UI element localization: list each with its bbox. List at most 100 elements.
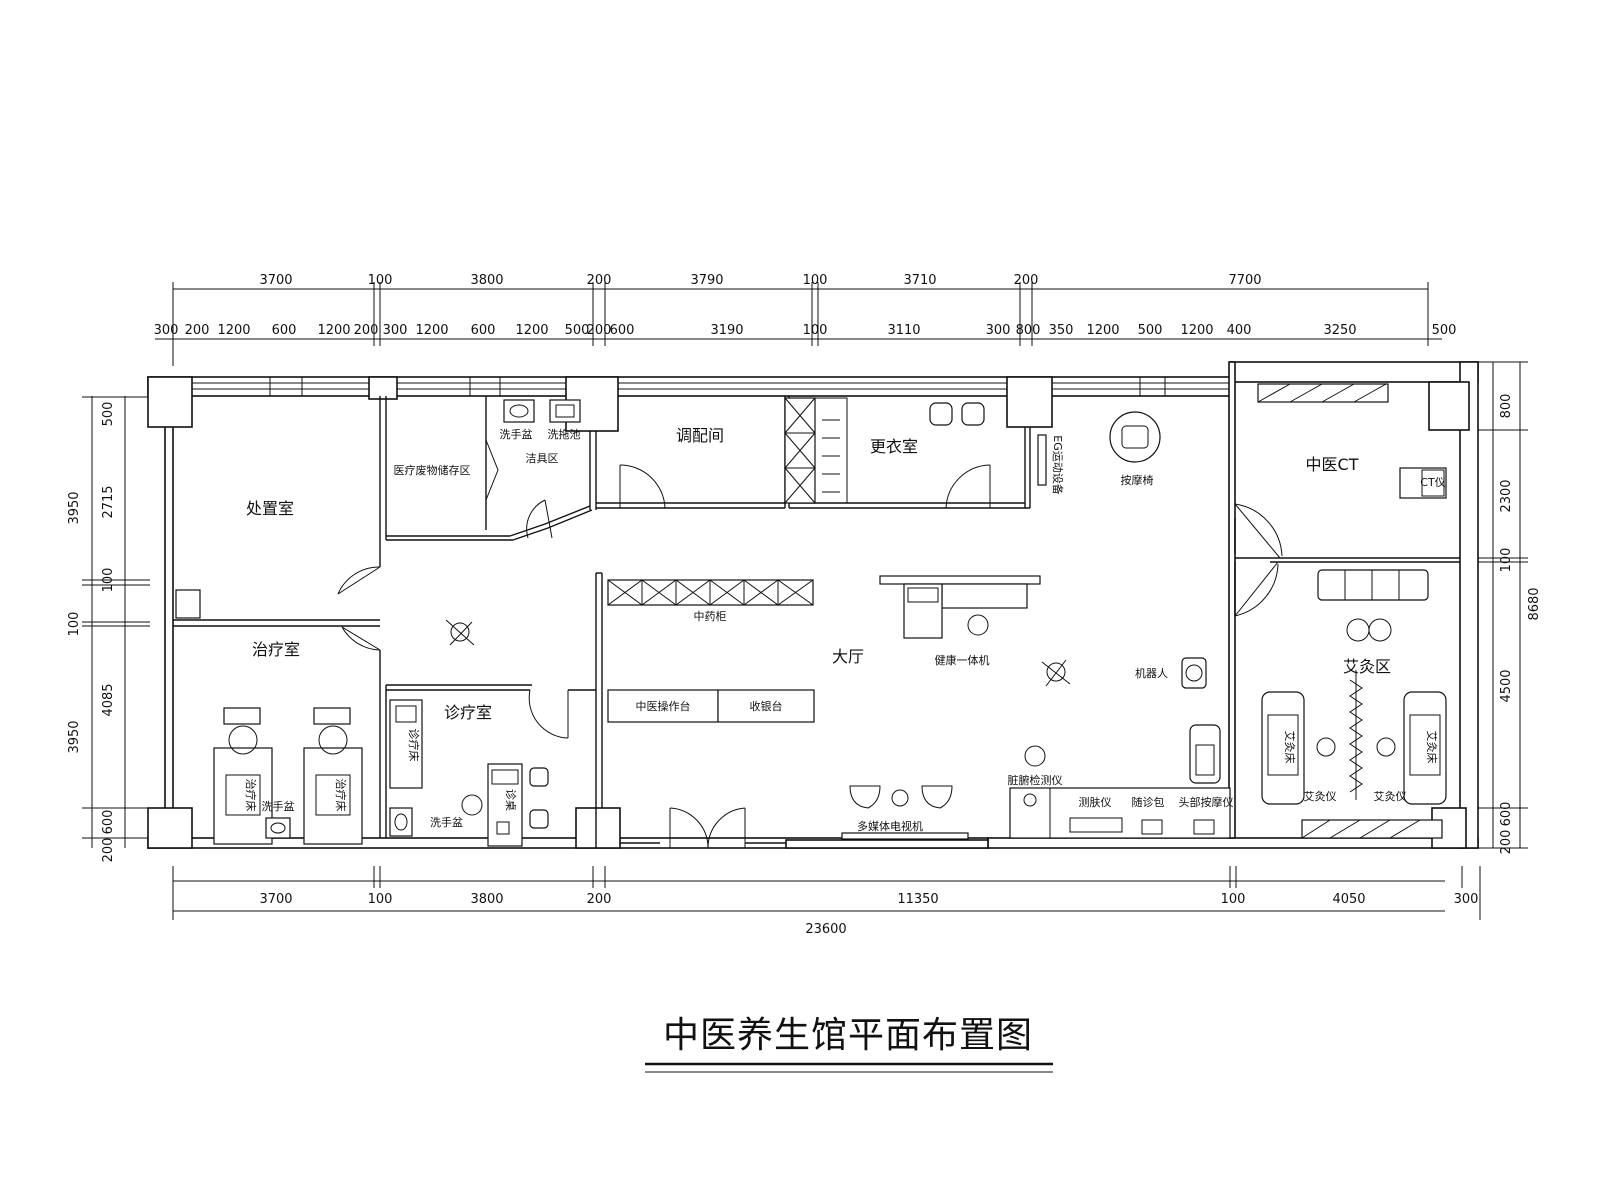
head-massager-label: 头部按摩仪	[1179, 795, 1234, 809]
room-treatment: 治疗室	[252, 640, 300, 659]
ct-device-label: CT仪	[1420, 476, 1445, 489]
dim-ti-9: 600	[471, 323, 496, 338]
dim-ti-10: 1200	[515, 323, 548, 338]
media-tv-label: 多媒体电视机	[857, 819, 923, 833]
page-title: 中医养生馆平面布置图	[663, 1015, 1033, 1056]
dim-ti-11: 500	[565, 323, 590, 338]
head-massage-chair	[1189, 724, 1221, 784]
dim-ti-20: 1200	[1086, 323, 1119, 338]
health-kiosk: 健康一体机	[879, 575, 1041, 667]
room-medical-waste: 医疗废物储存区	[394, 463, 471, 477]
clinic-desk: 诊桌	[461, 763, 549, 847]
dim-top-6: 100	[803, 273, 828, 288]
dim-ti-24: 3250	[1323, 323, 1356, 338]
dim-ti-6: 200	[354, 323, 379, 338]
dim-ti-13: 600	[610, 323, 635, 338]
diagnosis-bed-label: 诊疗床	[407, 729, 421, 762]
room-utensil: 洁具区	[526, 452, 559, 465]
dim-ti-16: 3110	[887, 323, 920, 338]
dim-ti-2: 200	[185, 323, 210, 338]
moxa-device-label-2: 艾灸仪	[1374, 789, 1407, 803]
desk-label: 诊桌	[504, 789, 518, 811]
tcm-console-label: 中医操作台	[636, 699, 691, 713]
doors	[337, 439, 1283, 849]
moxa-device-label-1: 艾灸仪	[1304, 789, 1337, 803]
person-icon	[445, 619, 475, 646]
massage-chair: 按摩椅	[1109, 411, 1161, 487]
dimension-bottom: 3700 100 3800 200 11350 100 4050 300 236…	[172, 866, 1481, 937]
room-hand-basin: 洗手盆	[500, 427, 533, 441]
hand-basin-treatment: 洗手盆	[262, 799, 295, 839]
dim-top-9: 7700	[1228, 273, 1261, 288]
dim-ti-14: 3190	[710, 323, 743, 338]
dim-b-4: 200	[587, 892, 612, 907]
room-dispensing: 调配间	[676, 426, 724, 445]
tcm-console: 中医操作台	[607, 689, 719, 723]
dim-top-1: 3700	[259, 273, 292, 288]
zang-fu-detector: 脏腑检测仪	[1008, 745, 1063, 787]
dim-ti-17: 300	[986, 323, 1011, 338]
room-disposal: 处置室	[246, 499, 294, 518]
device-counter: 测肤仪 随诊包 头部按摩仪	[1009, 787, 1234, 839]
eg-device	[1037, 434, 1047, 486]
dim-ti-4: 600	[272, 323, 297, 338]
dim-l-2: 100	[67, 612, 82, 637]
dim-ri-1: 800	[1499, 394, 1514, 419]
sink-mop	[549, 399, 581, 423]
treatment-bed-label-2: 治疗床	[334, 779, 348, 812]
dim-b-3: 3800	[470, 892, 503, 907]
dim-ri-4: 4500	[1499, 669, 1514, 702]
dim-top-2: 100	[368, 273, 393, 288]
dim-b-1: 3700	[259, 892, 292, 907]
treatment-bed-2: 治疗床	[303, 707, 363, 845]
dim-ti-21: 500	[1138, 323, 1163, 338]
zang-fu-detector-label: 脏腑检测仪	[1008, 773, 1063, 787]
skin-tester-label: 测肤仪	[1079, 795, 1112, 809]
dim-r-total: 8680	[1527, 587, 1542, 620]
outer-walls	[147, 361, 1479, 849]
moxa-shelf	[1301, 819, 1443, 839]
room-locker: 更衣室	[870, 437, 918, 456]
lounge-chairs: 多媒体电视机	[841, 785, 969, 840]
dim-b-7: 4050	[1332, 892, 1365, 907]
dim-top-5: 3790	[690, 273, 723, 288]
dim-ri-3: 100	[1499, 548, 1514, 573]
dim-ti-19: 350	[1049, 323, 1074, 338]
eg-device-label: EG运动设备	[1051, 435, 1065, 494]
stool-2	[1368, 618, 1392, 642]
dim-l-3: 3950	[67, 720, 82, 753]
dim-top-4: 200	[587, 273, 612, 288]
dim-li-6: 200	[101, 838, 116, 863]
ct-room-shelf	[1257, 383, 1389, 403]
dim-li-3: 100	[101, 568, 116, 593]
robot-label: 机器人	[1135, 666, 1168, 680]
interior-walls	[173, 396, 1460, 849]
hand-basin-clinic: 洗手盆	[389, 807, 463, 837]
treatment-bed-label-1: 治疗床	[244, 779, 258, 812]
dim-li-1: 500	[101, 402, 116, 427]
dim-ti-1: 300	[154, 323, 179, 338]
dim-li-5: 600	[101, 810, 116, 835]
massage-chair-label: 按摩椅	[1121, 473, 1154, 487]
person-icon	[1041, 659, 1071, 687]
furniture: 治疗床 治疗床 洗手盆	[175, 383, 1447, 847]
dim-ti-5: 1200	[317, 323, 350, 338]
dim-ti-18: 800	[1016, 323, 1041, 338]
dim-li-2: 2715	[101, 485, 116, 518]
dim-ti-25: 500	[1432, 323, 1457, 338]
dim-ri-6: 200	[1499, 830, 1514, 855]
clothes-rack	[814, 397, 848, 504]
cashier: 收银台	[717, 689, 815, 723]
moxa-bed-label-2: 艾灸床	[1425, 731, 1439, 764]
dim-b-5: 11350	[897, 892, 938, 907]
dim-top-3: 3800	[470, 273, 503, 288]
dimension-right: 800 2300 100 4500 600 200 8680	[1470, 361, 1542, 855]
dim-ti-7: 300	[383, 323, 408, 338]
herb-cabinet-label: 中药柜	[694, 610, 727, 623]
dim-b-2: 100	[368, 892, 393, 907]
cashier-label: 收银台	[750, 699, 783, 713]
herb-cabinet: 中药柜	[607, 579, 814, 623]
moxa-bed-2: 艾灸床 艾灸仪	[1374, 691, 1447, 805]
drawing-title: 中医养生馆平面布置图	[645, 1015, 1053, 1073]
dim-top-7: 3710	[903, 273, 936, 288]
